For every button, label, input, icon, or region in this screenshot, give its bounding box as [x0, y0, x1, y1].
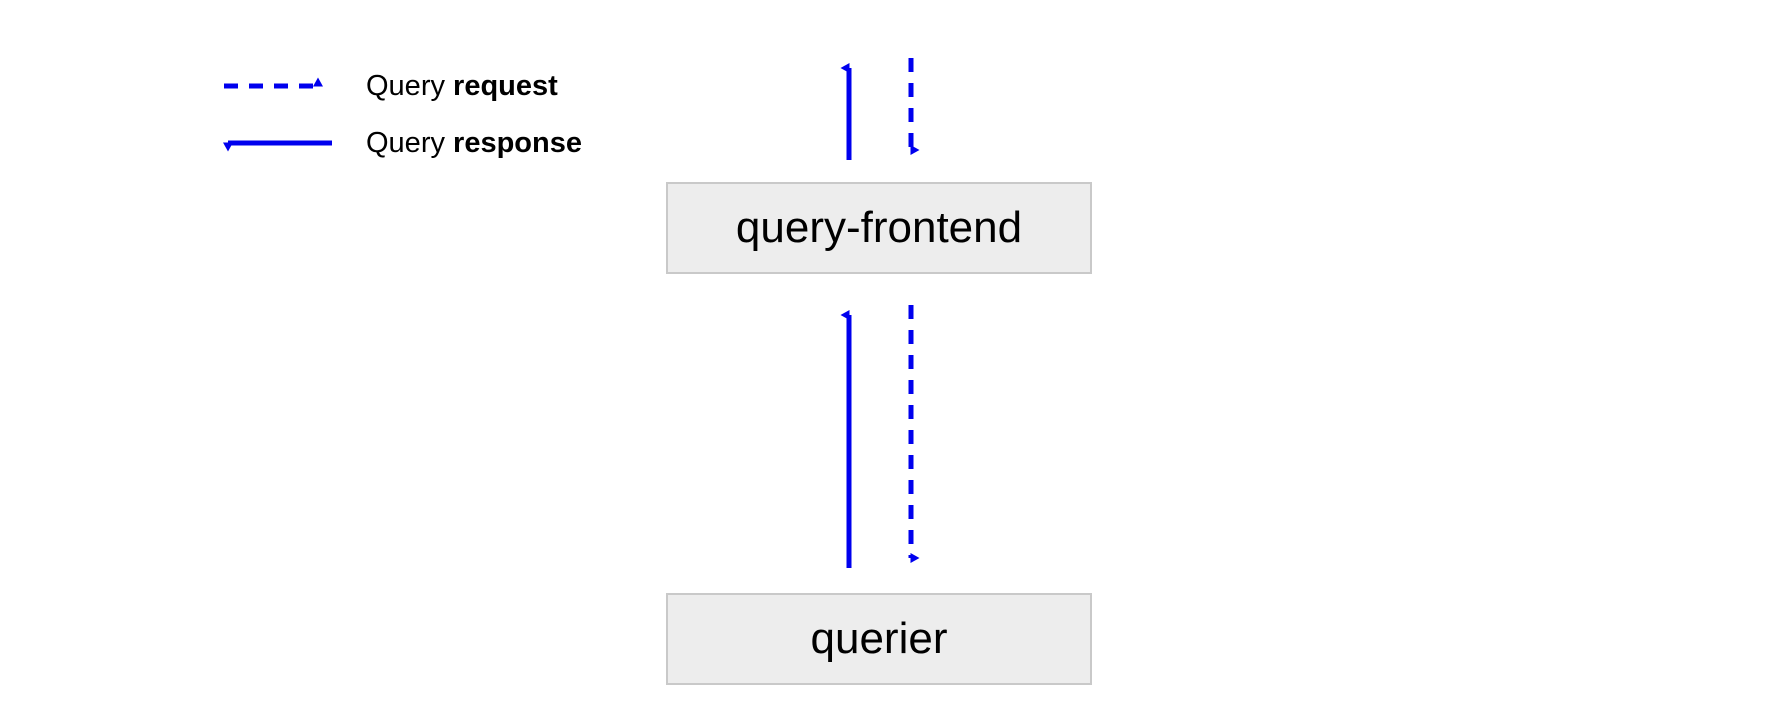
- legend-label-query-response-normal: Query: [366, 127, 454, 159]
- legend-label-query-response-bold: response: [453, 127, 582, 159]
- node-querier[interactable]: querier: [666, 593, 1092, 685]
- node-querier-label: querier: [810, 614, 948, 663]
- legend-label-query-request-bold: request: [453, 70, 558, 102]
- legend-label-query-response: Query response: [366, 129, 582, 158]
- legend-label-query-request-normal: Query: [366, 70, 454, 102]
- node-query-frontend-label: query-frontend: [735, 203, 1023, 252]
- legend-label-query-request: Query request: [366, 72, 558, 101]
- node-query-frontend[interactable]: query-frontend: [666, 182, 1092, 274]
